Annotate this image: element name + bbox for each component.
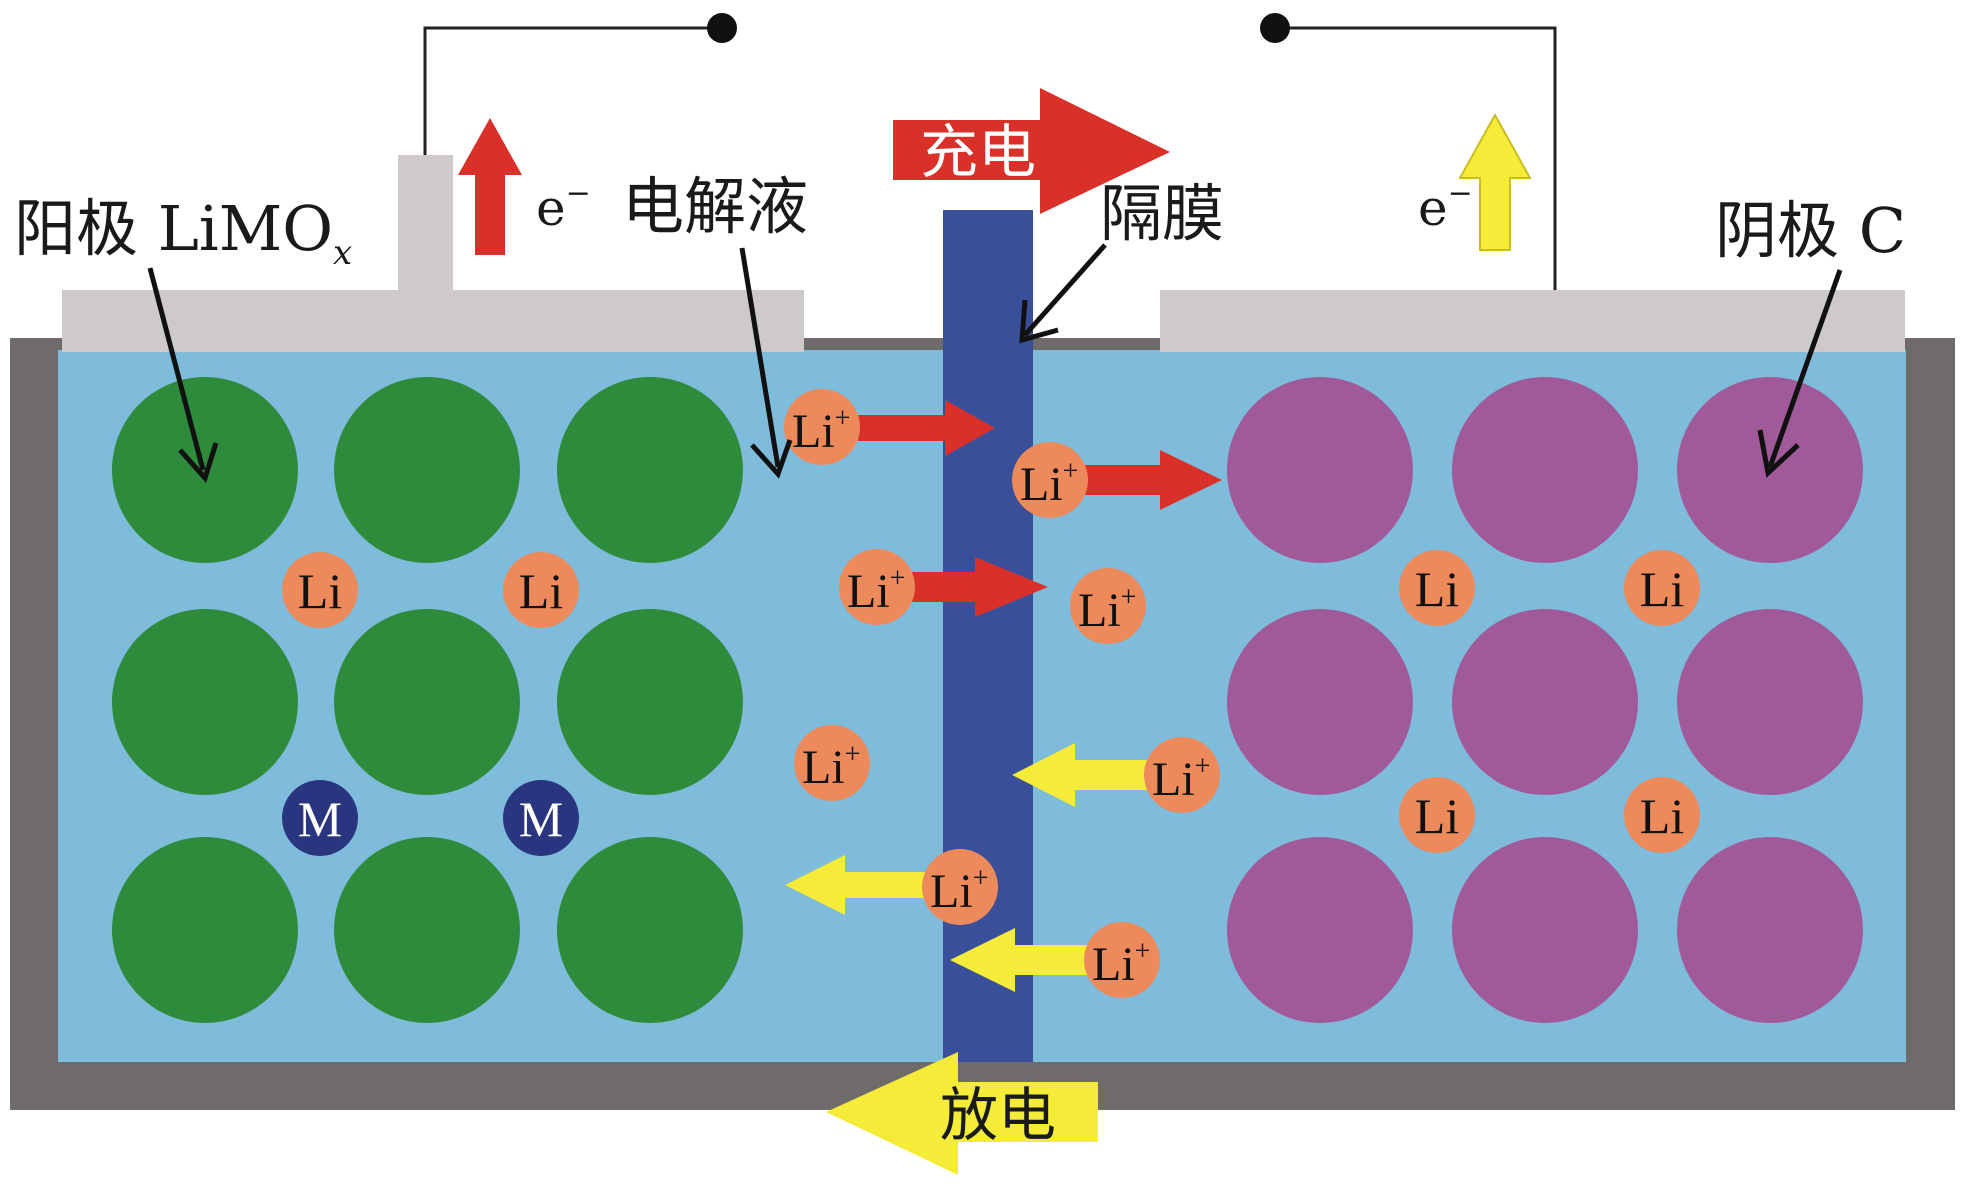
li-ion: Li+ bbox=[1070, 568, 1146, 644]
svg-text:Li: Li bbox=[1415, 788, 1459, 844]
charge-ion-arrow bbox=[1082, 450, 1222, 510]
cathode-particle bbox=[1677, 837, 1863, 1023]
li-ion: Li+ bbox=[839, 549, 915, 625]
svg-text:M: M bbox=[298, 791, 342, 847]
separator-label: 隔膜 bbox=[1100, 177, 1224, 250]
svg-text:充电: 充电 bbox=[920, 118, 1036, 186]
cathode-current-collector bbox=[1160, 290, 1905, 352]
metal-atom: M bbox=[282, 780, 358, 856]
cathode-li-atom: Li bbox=[1624, 777, 1700, 853]
svg-text:Li+: Li+ bbox=[1020, 456, 1078, 511]
discharge-direction-arrow: 放电 bbox=[826, 1052, 1098, 1175]
cathode-particle bbox=[1452, 837, 1638, 1023]
charge-ion-arrow bbox=[908, 557, 1048, 617]
external-circuit-wires bbox=[423, 26, 1557, 290]
anode-current-collector bbox=[62, 155, 804, 352]
svg-text:Li+: Li+ bbox=[792, 403, 850, 458]
discharge-ion-arrow bbox=[785, 855, 930, 915]
discharge-ion-arrow bbox=[950, 928, 1095, 992]
anode-pointer-arrow bbox=[147, 267, 219, 483]
charge-direction-arrow: 充电 bbox=[893, 88, 1170, 214]
anode-particle bbox=[334, 837, 520, 1023]
anode-particle bbox=[557, 837, 743, 1023]
anode-terminal-dot bbox=[707, 13, 737, 43]
separator-membrane bbox=[943, 210, 1033, 1062]
cathode-particle bbox=[1227, 609, 1413, 795]
svg-text:Li+: Li+ bbox=[802, 739, 860, 794]
svg-text:Li: Li bbox=[1640, 561, 1684, 617]
cathode-particle bbox=[1677, 609, 1863, 795]
li-ion: Li+ bbox=[1084, 922, 1160, 998]
anode-li-atom: Li bbox=[503, 552, 579, 628]
charge-ion-arrow bbox=[858, 400, 995, 456]
svg-text:Li: Li bbox=[1415, 561, 1459, 617]
svg-text:Li: Li bbox=[298, 563, 342, 619]
cathode-li-atom: Li bbox=[1399, 550, 1475, 626]
cathode-particle bbox=[1452, 609, 1638, 795]
svg-text:Li: Li bbox=[1640, 788, 1684, 844]
cathode-li-atom: Li bbox=[1624, 550, 1700, 626]
svg-text:Li+: Li+ bbox=[930, 863, 988, 918]
electrolyte-label: 电解液 bbox=[622, 170, 808, 243]
cathode-particle bbox=[1452, 377, 1638, 563]
svg-text:Li+: Li+ bbox=[1152, 751, 1210, 806]
svg-text:M: M bbox=[519, 791, 563, 847]
cathode-particle bbox=[1227, 837, 1413, 1023]
cathode-pointer-arrow bbox=[1757, 269, 1843, 478]
discharge-ion-arrow bbox=[1012, 743, 1152, 807]
electron-flow-arrow-left bbox=[458, 118, 522, 255]
cathode-particle bbox=[1227, 377, 1413, 563]
cathode-particles bbox=[1227, 377, 1863, 1023]
anode-particles bbox=[112, 377, 743, 1023]
anode-li-atom: Li bbox=[282, 552, 358, 628]
anode-particle bbox=[112, 837, 298, 1023]
li-ion: Li+ bbox=[1012, 442, 1088, 518]
cathode-li-atom: Li bbox=[1399, 777, 1475, 853]
metal-atom: M bbox=[503, 780, 579, 856]
svg-text:Li+: Li+ bbox=[1092, 936, 1150, 991]
li-ion: Li+ bbox=[794, 725, 870, 801]
separator-pointer-arrow bbox=[1019, 243, 1107, 344]
electron-label-left: e− bbox=[536, 176, 591, 237]
anode-particle bbox=[112, 609, 298, 795]
anode-particle bbox=[557, 377, 743, 563]
svg-text:Li: Li bbox=[519, 563, 563, 619]
li-ion: Li+ bbox=[1144, 737, 1220, 813]
svg-text:Li+: Li+ bbox=[1078, 582, 1136, 637]
anode-particle bbox=[334, 609, 520, 795]
cathode-label: 阴极 C bbox=[1715, 194, 1906, 267]
li-ion: Li+ bbox=[922, 849, 998, 925]
electron-label-right: e− bbox=[1418, 176, 1473, 237]
li-ion: Li+ bbox=[784, 389, 860, 465]
svg-text:放电: 放电 bbox=[940, 1081, 1056, 1149]
anode-label: 阳极 LiMOx bbox=[14, 192, 352, 273]
anode-particle bbox=[334, 377, 520, 563]
svg-text:Li+: Li+ bbox=[847, 563, 905, 618]
cathode-terminal-dot bbox=[1260, 13, 1290, 43]
anode-particle bbox=[557, 609, 743, 795]
electrolyte-pointer-arrow bbox=[739, 247, 793, 479]
electron-flow-arrow-right bbox=[1458, 112, 1532, 251]
